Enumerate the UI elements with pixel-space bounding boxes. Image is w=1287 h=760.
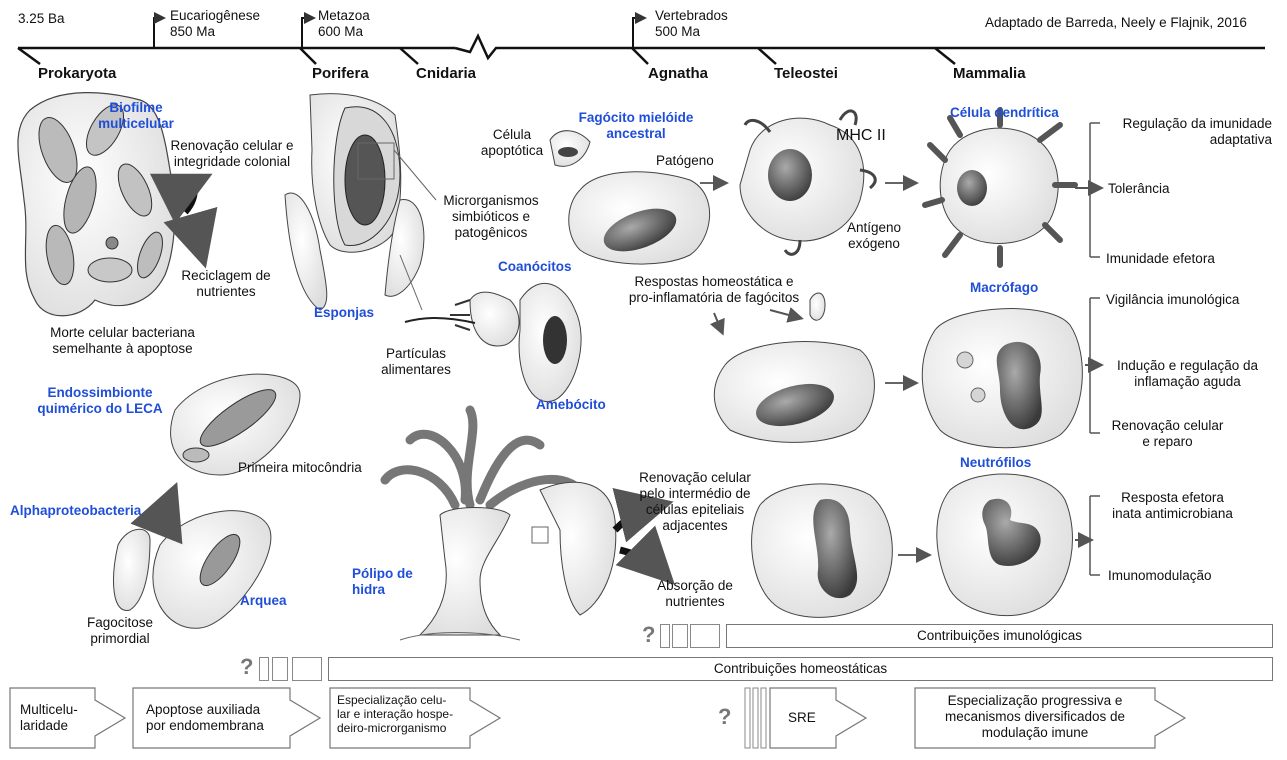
macrophage-illustration [922, 309, 1082, 448]
label-sponges: Esponjas [314, 305, 374, 321]
label-amoebocyte: Amebócito [536, 397, 606, 413]
taxon-prokaryota: Prokaryota [38, 66, 116, 82]
stage-bars [745, 688, 766, 748]
label-first-mitochondria: Primeira mitocôndria [238, 460, 362, 476]
taxon-porifera: Porifera [312, 66, 369, 82]
timeline-vertebrates: Vertebrados 500 Ma [655, 8, 728, 40]
contrib-bar-segment [690, 624, 720, 648]
stage-multicellularity: Multicelu- laridade [20, 702, 78, 734]
outcome-antimicrobial: Resposta efetora inata antimicrobiana [1100, 490, 1245, 522]
label-neutrophils: Neutrófilos [960, 455, 1031, 471]
taxon-teleostei: Teleostei [774, 66, 838, 82]
label-apoptotic-cell: Célula apoptótica [472, 127, 552, 159]
sponge-illustration [285, 94, 436, 310]
stage-endomembrane-apoptosis: Apoptose auxiliada por endomembrana [146, 702, 264, 734]
contrib-bar-segment [259, 657, 269, 681]
label-ancestral-phagocyte: Fagócito mielóide ancestral [566, 110, 706, 142]
label-primordial-phagocytosis: Fagocitose primordial [70, 615, 170, 647]
label-dendritic-cell: Célula dendrítica [950, 105, 1059, 121]
label-hydra-polyp: Pólipo de hidra [352, 566, 413, 598]
label-bacterial-death: Morte celular bacteriana semelhante à ap… [30, 325, 215, 357]
label-pathogen: Patógeno [656, 153, 714, 169]
label-epithelial-renewal: Renovação celular pelo intermédio de cél… [630, 470, 760, 534]
agnatha-phagocyte-illustration [714, 293, 874, 442]
label-microorganisms: Microrganismos simbióticos e patogênicos [436, 193, 546, 241]
homeostatic-contributions-label: Contribuições homeostáticas [329, 661, 1272, 677]
immune-contributions-bar: Contribuições imunológicas [726, 624, 1273, 648]
choanocyte-illustration [405, 283, 581, 401]
outcome-tolerance: Tolerância [1108, 181, 1170, 197]
timeline-metazoa: Metazoa 600 Ma [318, 8, 370, 40]
timeline-eukaryogenesis: Eucariogênese 850 Ma [170, 8, 260, 40]
outcome-adaptive-regulation: Regulação da imunidade adaptativa [1100, 116, 1272, 148]
label-renewal-integrity: Renovação celular e integridade colonial [152, 138, 312, 170]
label-homeostatic-responses: Respostas homeostática e pro-inflamatóri… [624, 274, 804, 306]
label-macrophage: Macrófago [970, 280, 1038, 296]
label-choanocytes: Coanócitos [498, 259, 572, 275]
label-archaea: Arquea [240, 593, 287, 609]
label-nutrient-recycling: Reciclagem de nutrientes [176, 268, 276, 300]
contrib-bar-segment [292, 657, 322, 681]
outcome-immunomodulation: Imunomodulação [1108, 568, 1212, 584]
question-mark-homeostatic: ? [240, 654, 253, 680]
stage-progressive-specialization: Especialização progressiva e mecanismos … [925, 693, 1145, 741]
label-mhc: MHC II [836, 128, 886, 144]
immune-contributions-label: Contribuições imunológicas [727, 628, 1272, 644]
contrib-bar-segment [660, 624, 670, 648]
contrib-bar-segment [672, 624, 688, 648]
credit-text: Adaptado de Barreda, Neely e Flajnik, 20… [985, 15, 1247, 31]
outcome-immune-surveillance: Vigilância imunológica [1106, 292, 1239, 308]
label-biofilm: Biofilme multicelular [96, 100, 176, 132]
label-nutrient-absorption: Absorção de nutrientes [650, 578, 740, 610]
hydra-illustration [385, 410, 665, 640]
outcome-repair: Renovação celular e reparo [1100, 418, 1235, 450]
outcome-effector-immunity: Imunidade efetora [1106, 251, 1215, 267]
outcome-inflammation: Indução e regulação da inflamação aguda [1100, 358, 1275, 390]
label-endosymbiont: Endossimbionte quimérico do LECA [20, 385, 180, 417]
ancestral-phagocyte-illustration [550, 131, 725, 264]
dendritic-cell-illustration [925, 110, 1075, 265]
question-mark-stage: ? [718, 704, 731, 730]
homeostatic-contributions-bar: Contribuições homeostáticas [328, 657, 1273, 681]
label-food-particles: Partículas alimentares [376, 346, 456, 378]
taxon-mammalia: Mammalia [953, 66, 1026, 82]
taxon-agnatha: Agnatha [648, 66, 708, 82]
taxon-cnidaria: Cnidaria [416, 66, 476, 82]
stage-host-microbe: Especialização celu- lar e interação hos… [337, 693, 453, 735]
question-mark-immune: ? [642, 622, 655, 648]
stage-sre: SRE [788, 710, 816, 726]
label-antigen: Antígeno exógeno [838, 220, 910, 252]
neutrophil-illustration [752, 474, 1073, 617]
timeline-start: 3.25 Ba [18, 11, 65, 27]
contrib-bar-segment [272, 657, 288, 681]
label-alphaproteobacteria: Alphaproteobacteria [10, 503, 141, 519]
